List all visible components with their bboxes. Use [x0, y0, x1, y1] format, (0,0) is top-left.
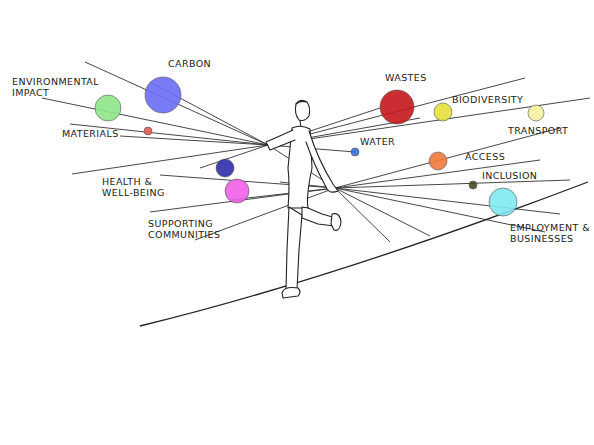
string — [335, 188, 560, 214]
ball — [216, 159, 234, 177]
string — [268, 98, 590, 145]
theme-ball: TRANSPORT — [508, 105, 588, 136]
theme-ball: SUPPORTING COMMUNITIES — [148, 179, 249, 240]
theme-ball: INCLUSION — [469, 170, 552, 189]
theme-ball: MATERIALS — [62, 127, 152, 139]
theme-ball: EMPLOYMENT & BUSINESSES — [489, 188, 592, 244]
ball — [95, 95, 121, 121]
ball — [489, 188, 517, 216]
left-arm — [266, 130, 295, 150]
string — [335, 188, 430, 236]
ball — [469, 181, 477, 189]
right-arm — [306, 131, 338, 192]
hair — [296, 101, 306, 104]
ball — [528, 105, 544, 121]
tightrope — [140, 182, 588, 326]
string — [200, 145, 268, 168]
theme-ball: ACCESS — [429, 151, 525, 170]
theme-ball: WATER — [351, 136, 420, 156]
theme-label: EMPLOYMENT & BUSINESSES — [510, 222, 592, 244]
theme-ball: HEALTH & WELL-BEING — [102, 159, 234, 198]
theme-ball: CARBON — [145, 58, 238, 113]
ball — [429, 152, 447, 170]
theme-label: SUPPORTING COMMUNITIES — [148, 218, 234, 240]
shoe — [331, 214, 341, 231]
string — [72, 145, 268, 174]
theme-label: WATER — [360, 136, 420, 147]
shoe — [282, 288, 300, 298]
theme-ball: BIODIVERSITY — [434, 94, 542, 121]
theme-label: CARBON — [168, 58, 238, 69]
theme-label: ENVIRONMENTAL IMPACT — [12, 76, 96, 98]
theme-label: TRANSPORT — [508, 125, 588, 136]
ball — [225, 179, 249, 203]
string — [335, 128, 560, 188]
person — [266, 100, 341, 298]
theme-label: WASTES — [385, 72, 445, 83]
theme-ball: ENVIRONMENTAL IMPACT — [12, 76, 121, 121]
string — [335, 180, 570, 188]
strings — [42, 62, 590, 242]
theme-label: MATERIALS — [62, 128, 132, 139]
theme-label: BIODIVERSITY — [452, 94, 542, 105]
head — [295, 100, 309, 120]
ball — [380, 90, 414, 124]
ball — [351, 148, 359, 156]
theme-label: HEALTH & WELL-BEING — [102, 176, 174, 198]
ball — [145, 77, 181, 113]
string — [335, 188, 390, 242]
string — [120, 136, 268, 145]
ball — [144, 127, 152, 135]
theme-label: INCLUSION — [482, 170, 552, 181]
standing-leg — [286, 207, 302, 290]
ball — [434, 103, 452, 121]
theme-label: ACCESS — [465, 151, 525, 162]
